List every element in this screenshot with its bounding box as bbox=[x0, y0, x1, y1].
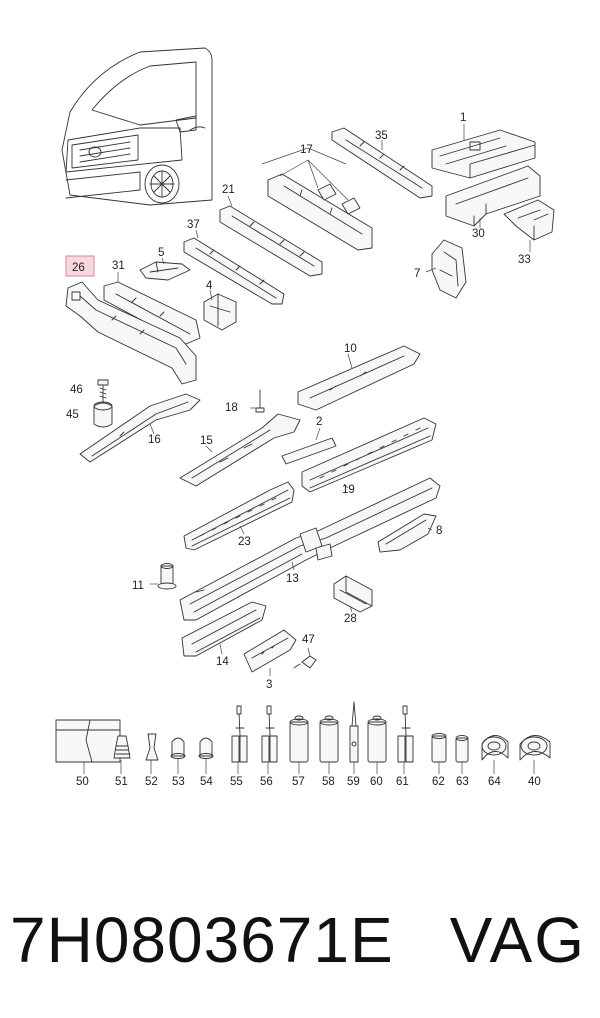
part-28 bbox=[333, 575, 373, 613]
callout-45: 45 bbox=[66, 409, 79, 421]
callout-17: 17 bbox=[300, 144, 313, 156]
part-3 bbox=[243, 629, 297, 676]
callout-8: 8 bbox=[436, 525, 442, 537]
callout-35: 35 bbox=[375, 130, 388, 142]
part-21 bbox=[219, 195, 323, 277]
callout-labels: 26 1 35 17 21 37 30 5 33 31 7 4 10 46 18… bbox=[65, 112, 541, 788]
callout-58: 58 bbox=[322, 776, 335, 788]
callout-16: 16 bbox=[148, 434, 161, 446]
part-14 bbox=[181, 601, 267, 657]
callout-7: 7 bbox=[414, 268, 420, 280]
callout-47: 47 bbox=[302, 634, 315, 646]
callout-56: 56 bbox=[260, 776, 273, 788]
part-37 bbox=[183, 229, 285, 305]
part-45 bbox=[93, 401, 113, 428]
callout-26: 26 bbox=[72, 262, 85, 274]
callout-11: 11 bbox=[132, 580, 144, 592]
part-47 bbox=[293, 647, 317, 669]
callout-54: 54 bbox=[200, 776, 213, 788]
callout-3: 3 bbox=[266, 679, 272, 691]
part-18 bbox=[250, 389, 265, 413]
part-number: 7H0803671E bbox=[10, 904, 394, 976]
part-11 bbox=[150, 563, 177, 590]
part-31 bbox=[103, 272, 201, 345]
part-30 bbox=[445, 165, 541, 228]
part-62 bbox=[431, 733, 447, 763]
part-1 bbox=[431, 124, 536, 179]
part-5 bbox=[139, 257, 191, 281]
callout-37: 37 bbox=[187, 219, 200, 231]
callout-31: 31 bbox=[112, 260, 125, 272]
callout-64: 64 bbox=[488, 776, 501, 788]
part-46 bbox=[97, 379, 109, 403]
part-35 bbox=[331, 127, 433, 199]
part-51 bbox=[113, 735, 131, 759]
callout-50: 50 bbox=[76, 776, 89, 788]
callout-57: 57 bbox=[292, 776, 305, 788]
callout-33: 33 bbox=[518, 254, 531, 266]
callout-4: 4 bbox=[206, 280, 213, 292]
callout-60: 60 bbox=[370, 776, 383, 788]
callout-53: 53 bbox=[172, 776, 185, 788]
callout-5: 5 bbox=[158, 247, 164, 259]
callout-63: 63 bbox=[456, 776, 469, 788]
part-17 bbox=[261, 147, 373, 251]
part-53 bbox=[170, 737, 186, 759]
part-2 bbox=[281, 427, 337, 465]
part-40 bbox=[519, 735, 551, 761]
part-61 bbox=[397, 705, 414, 763]
part-64 bbox=[481, 735, 509, 761]
callout-55: 55 bbox=[230, 776, 243, 788]
callout-1: 1 bbox=[460, 112, 466, 124]
callout-19: 19 bbox=[342, 484, 355, 496]
vehicle-illustration bbox=[61, 47, 213, 206]
callout-23: 23 bbox=[238, 536, 251, 548]
part-13 bbox=[179, 477, 441, 621]
part-8 bbox=[377, 513, 437, 553]
callout-40: 40 bbox=[528, 776, 541, 788]
parts-diagram: 26 1 35 17 21 37 30 5 33 31 7 4 10 46 18… bbox=[55, 47, 555, 788]
part-23 bbox=[183, 481, 295, 551]
callout-61: 61 bbox=[396, 776, 409, 788]
part-52 bbox=[145, 733, 159, 761]
callout-51: 51 bbox=[115, 776, 128, 788]
part-58 bbox=[319, 715, 339, 763]
brand-name: VAG bbox=[449, 904, 586, 976]
part-60 bbox=[367, 715, 387, 763]
part-33 bbox=[503, 199, 555, 252]
part-57 bbox=[289, 715, 309, 763]
part-50 bbox=[55, 719, 121, 763]
callout-15: 15 bbox=[200, 435, 213, 447]
part-16 bbox=[79, 393, 201, 463]
callout-28: 28 bbox=[344, 613, 357, 625]
callout-52: 52 bbox=[145, 776, 158, 788]
callout-46: 46 bbox=[70, 384, 83, 396]
part-56 bbox=[261, 705, 278, 763]
part-63 bbox=[455, 735, 469, 763]
part-55 bbox=[231, 705, 248, 763]
callout-21: 21 bbox=[222, 184, 235, 196]
callout-59: 59 bbox=[347, 776, 360, 788]
callout-14: 14 bbox=[216, 656, 229, 668]
part-26 bbox=[65, 281, 197, 385]
callout-30: 30 bbox=[472, 228, 485, 240]
bottom-row-leaders bbox=[83, 758, 535, 774]
part-10 bbox=[297, 345, 421, 411]
callout-10: 10 bbox=[344, 343, 357, 355]
part-54 bbox=[198, 737, 214, 759]
footer: 7H0803671E VAG bbox=[0, 885, 600, 995]
callout-18: 18 bbox=[225, 402, 238, 414]
callout-62: 62 bbox=[432, 776, 445, 788]
highlight-box-26 bbox=[65, 255, 95, 277]
part-7 bbox=[425, 239, 467, 299]
callout-13: 13 bbox=[286, 573, 299, 585]
callout-2: 2 bbox=[316, 416, 322, 428]
part-15 bbox=[179, 413, 301, 487]
part-4 bbox=[203, 289, 237, 331]
part-19 bbox=[301, 417, 437, 493]
part-59 bbox=[349, 701, 359, 763]
